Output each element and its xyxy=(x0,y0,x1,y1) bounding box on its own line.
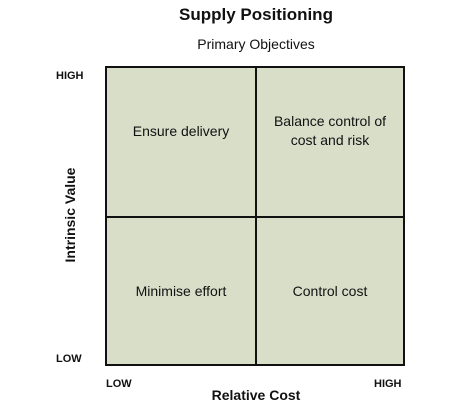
quadrant-bottom-left: Minimise effort xyxy=(107,216,257,366)
quadrant-top-left-label: Ensure delivery xyxy=(132,122,230,139)
y-axis-high-label: HIGH xyxy=(56,70,84,82)
x-axis-low-label: LOW xyxy=(106,378,132,390)
quadrant-top-right-label: Balance control of cost and risk xyxy=(273,113,387,148)
quadrant-bottom-right: Control cost xyxy=(255,216,405,366)
quadrant-top-left: Ensure delivery xyxy=(107,68,257,218)
diagram-title: Supply Positioning xyxy=(179,5,333,24)
quadrant-bottom-right-label: Control cost xyxy=(292,282,368,299)
y-axis-low-label: LOW xyxy=(56,353,82,365)
quadrant-top-right: Balance control of cost and risk xyxy=(255,68,405,218)
x-axis-high-label: HIGH xyxy=(374,378,402,390)
quadrant-bottom-left-label: Minimise effort xyxy=(135,282,227,299)
x-axis-title: Relative Cost xyxy=(211,387,301,403)
diagram-subtitle: Primary Objectives xyxy=(197,36,315,52)
y-axis-title: Intrinsic Value xyxy=(62,167,78,263)
positioning-matrix: Ensure delivery Balance control of cost … xyxy=(105,66,405,366)
